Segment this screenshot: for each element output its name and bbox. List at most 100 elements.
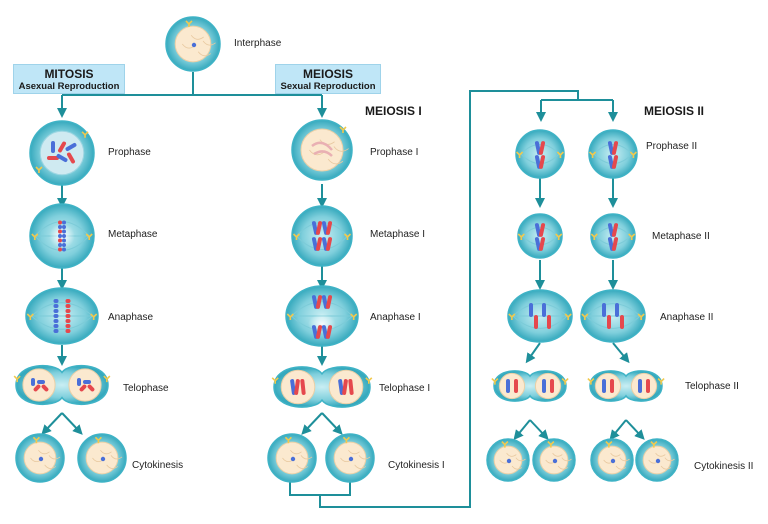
chromatid	[58, 220, 62, 225]
chromosome	[65, 314, 71, 318]
chromatid	[538, 237, 546, 251]
chromatid	[53, 319, 59, 323]
label-prophase-2: Prophase II	[646, 141, 698, 152]
chromatin	[190, 34, 204, 40]
meiosis-subtitle: Sexual Reproduction	[280, 81, 376, 92]
chromatid	[47, 156, 59, 160]
chromosome	[58, 229, 62, 234]
chromatid	[315, 237, 323, 251]
centriole-icon	[90, 313, 98, 320]
centriole-icon	[342, 436, 350, 444]
chromatid	[534, 315, 538, 329]
chromosome	[547, 315, 551, 329]
chromosome	[31, 378, 35, 386]
chromatin	[290, 449, 302, 455]
chromatin	[327, 158, 344, 165]
centriole-icon	[605, 441, 613, 448]
centriole-icon	[587, 378, 595, 385]
chromosome	[53, 309, 59, 313]
chromosome	[611, 155, 619, 169]
mitosis-header: MITOSIS Asexual Reproduction	[13, 64, 125, 94]
chromosome	[65, 143, 77, 151]
connector-arrow	[612, 342, 630, 364]
chromatid	[514, 379, 518, 393]
mitosis-title: MITOSIS	[44, 67, 94, 81]
centriole-icon	[491, 378, 499, 385]
chromatid	[62, 234, 66, 238]
chromatin	[561, 457, 572, 462]
chromosome	[538, 237, 546, 251]
chromosome	[342, 379, 348, 395]
chromosome	[315, 237, 323, 251]
chromatid	[58, 225, 62, 229]
chromatid	[348, 379, 354, 395]
centriole-icon	[81, 131, 89, 138]
chromosome	[315, 221, 323, 235]
centriole-icon	[556, 151, 564, 158]
chromosome	[646, 379, 650, 393]
centriole-icon	[650, 441, 658, 448]
centriole-icon	[590, 233, 598, 240]
meiosis-header: MEIOSIS Sexual Reproduction	[275, 64, 381, 94]
chromosome	[300, 379, 306, 395]
spindle-fiber	[31, 302, 93, 317]
chromatid	[547, 315, 551, 329]
chromatid	[607, 315, 611, 329]
chromatin	[202, 40, 216, 46]
chromosome	[65, 309, 71, 313]
centriole-icon	[26, 313, 34, 320]
chromosome	[62, 229, 66, 234]
chromatid	[325, 221, 333, 235]
label-cytokinesis-2: Cytokinesis II	[694, 461, 754, 472]
chromatin	[333, 146, 349, 152]
chromatid	[538, 155, 546, 169]
chromatid	[65, 314, 71, 318]
chromosome	[62, 238, 66, 243]
chromosome	[538, 155, 546, 169]
nucleus	[300, 128, 344, 172]
chromosome	[602, 303, 606, 317]
chromatin	[44, 464, 56, 469]
chromatid	[65, 299, 71, 303]
chromosome	[325, 295, 333, 309]
chromosome	[62, 220, 66, 225]
chromosome	[294, 379, 300, 395]
chromatid	[62, 243, 66, 247]
nucleolus	[506, 458, 512, 464]
spindle-fiber	[291, 301, 353, 317]
chromatin	[354, 464, 366, 469]
chromosome	[58, 141, 66, 153]
synapsis	[311, 141, 333, 157]
chromosome	[37, 380, 45, 384]
chromosome	[338, 379, 344, 395]
chromatid	[506, 379, 510, 393]
chromatin	[309, 149, 325, 156]
chromatid	[638, 379, 642, 393]
chromatid	[62, 238, 66, 243]
centriole-icon	[339, 126, 347, 133]
chromatid	[37, 380, 45, 384]
chromatid	[62, 229, 66, 234]
chromosome	[514, 379, 518, 393]
mitosis-subtitle: Asexual Reproduction	[18, 81, 120, 92]
chromosome	[315, 325, 323, 339]
centriole-icon	[501, 441, 509, 448]
centriole-icon	[94, 436, 102, 444]
chromosome	[79, 384, 87, 392]
spindle-fiber	[585, 303, 641, 317]
chromatin	[300, 455, 313, 460]
chromatid	[53, 304, 59, 308]
chromosome	[67, 152, 75, 164]
chromatid	[67, 152, 75, 164]
centriole-icon	[508, 313, 516, 320]
centriole-icon	[13, 375, 21, 383]
chromosome	[325, 237, 333, 251]
chromatid	[53, 324, 59, 328]
nuclear-envelope	[39, 130, 85, 176]
centriole-icon	[564, 313, 572, 320]
label-mitosis-telophase: Telophase	[123, 383, 169, 394]
chromatid	[538, 141, 546, 155]
chromosome	[65, 324, 71, 328]
chromosome	[56, 154, 68, 162]
chromosome	[65, 304, 71, 308]
